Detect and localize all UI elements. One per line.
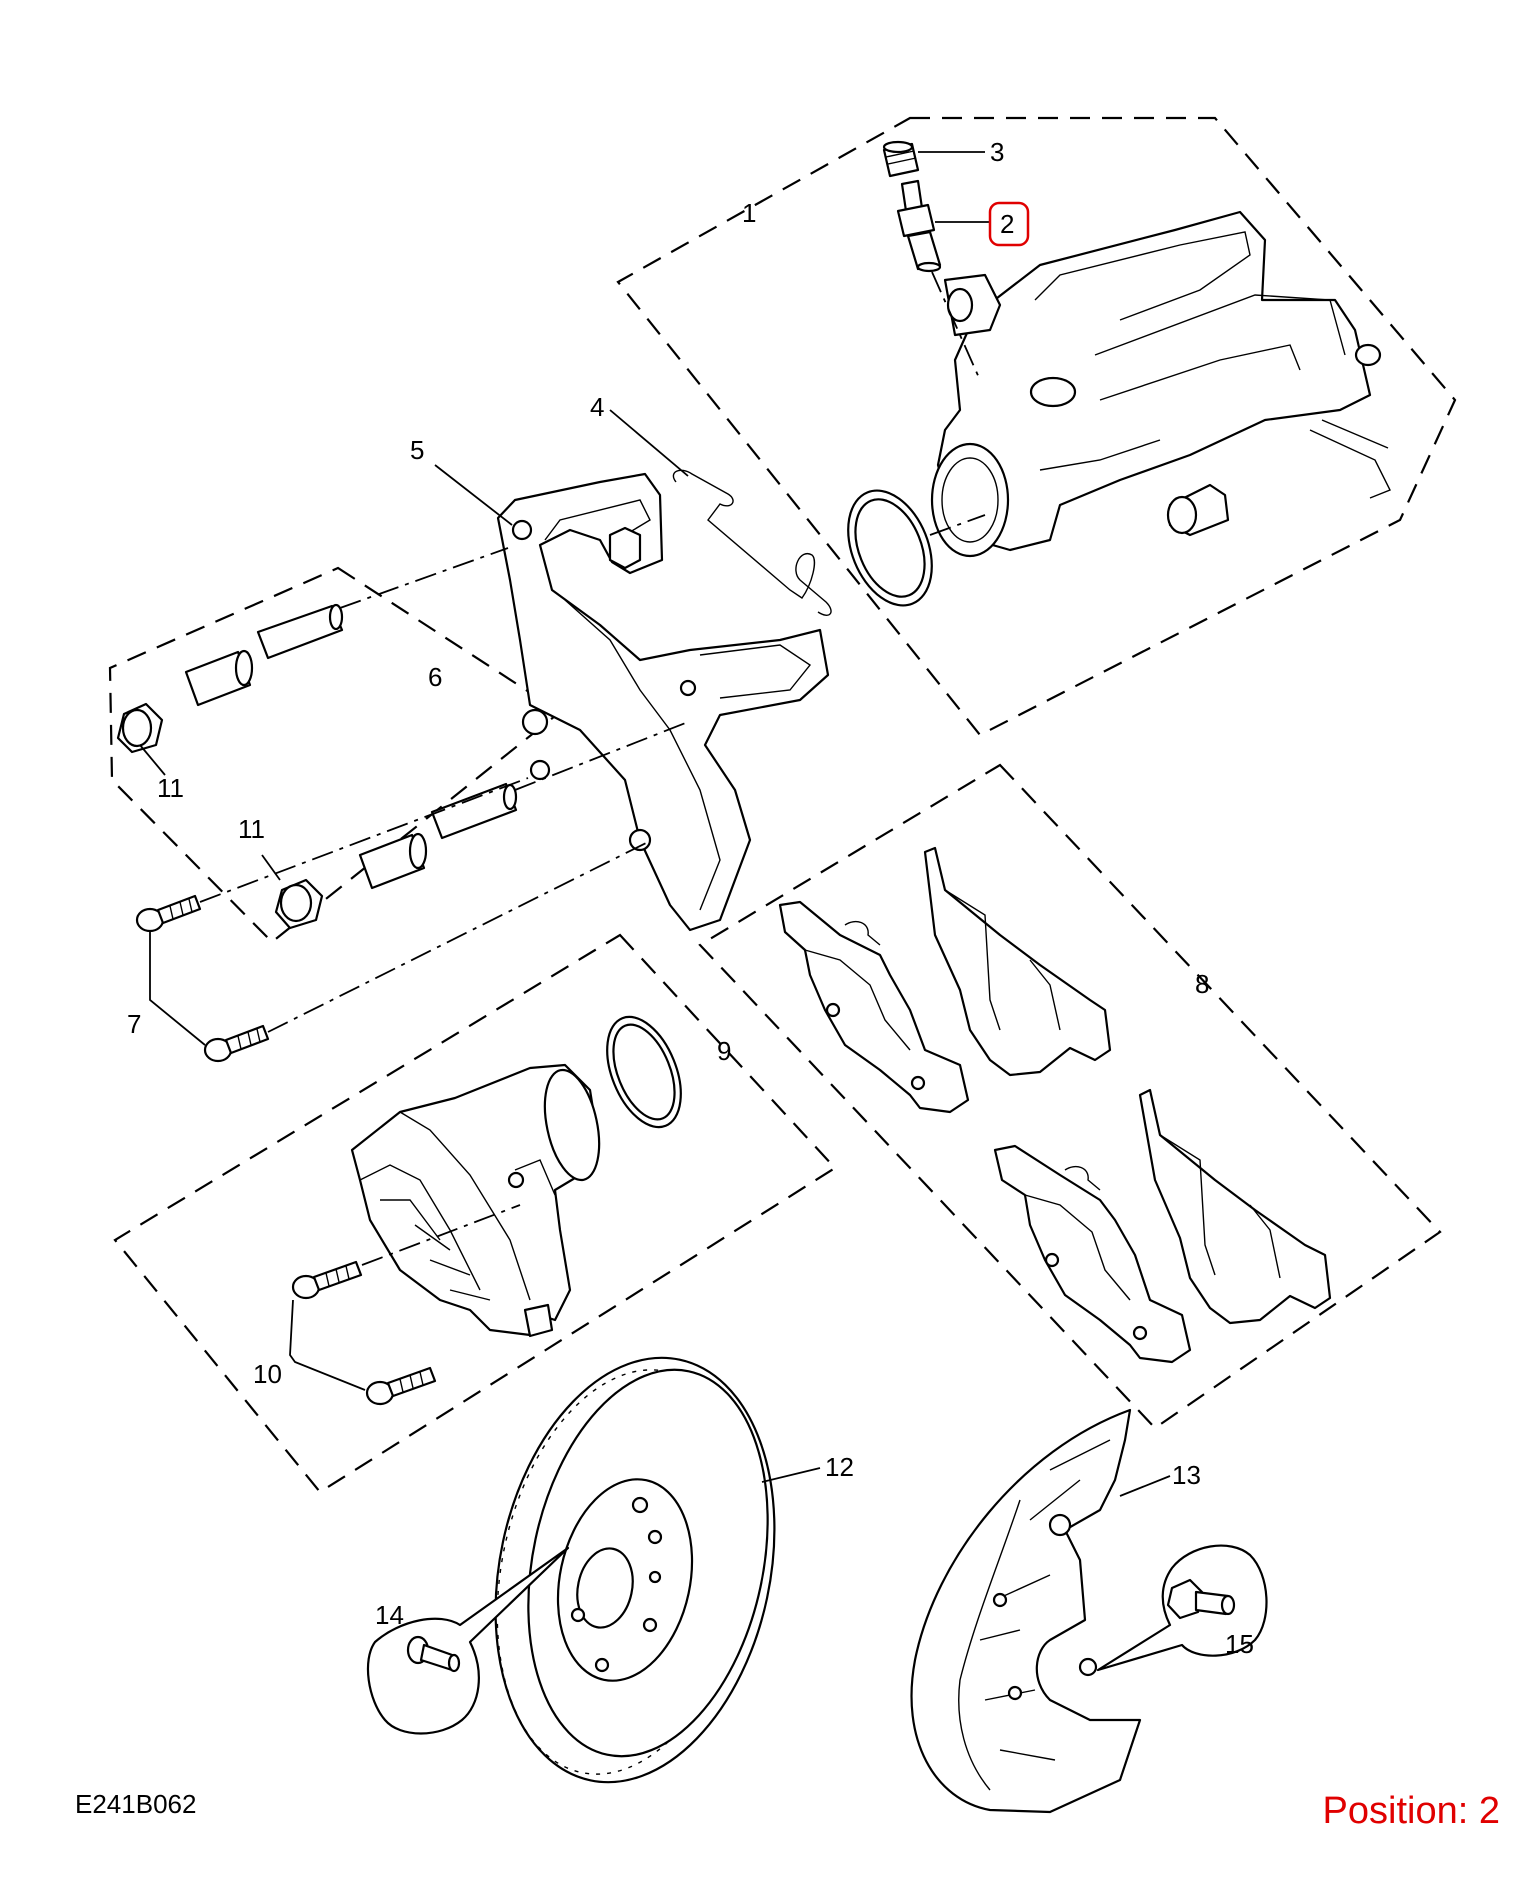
brake-pad-inner-upper[interactable] — [778, 900, 970, 1114]
callout-1: 1 — [742, 198, 756, 228]
spring-clip-part[interactable] — [672, 469, 832, 616]
guide-pin-upper[interactable] — [256, 603, 344, 660]
group-9-outline — [113, 933, 837, 1494]
callout-9: 9 — [717, 1036, 731, 1066]
callout-bubble-14 — [366, 1546, 570, 1735]
axis-1 — [929, 514, 986, 536]
callout-8: 8 — [1195, 969, 1209, 999]
axis-bleed — [931, 271, 981, 381]
axis-7-lower — [267, 841, 649, 1033]
callout-2: 2 — [1000, 209, 1014, 239]
carrier-bolt-upper[interactable] — [135, 894, 202, 933]
callout-11-lower: 11 — [238, 814, 265, 844]
actuator-seal-ring[interactable] — [593, 1006, 696, 1138]
leader-11a — [139, 744, 166, 776]
caliper-carrier-part[interactable] — [496, 472, 830, 932]
axis-6-lower — [514, 721, 689, 791]
group-8-outline — [698, 763, 1442, 1430]
position-label: Position: 2 — [1323, 1790, 1500, 1832]
shield-bolt-part[interactable] — [1166, 1578, 1236, 1620]
leader-11b — [261, 854, 281, 881]
callout-3: 3 — [990, 137, 1004, 167]
axis-10-upper — [361, 1204, 521, 1266]
callout-11-upper: 11 — [157, 773, 184, 803]
drawing-code: E241B062 — [75, 1789, 196, 1819]
brake-pad-inner-lower[interactable] — [993, 1144, 1192, 1364]
callout-13: 13 — [1172, 1460, 1201, 1490]
leader-10 — [289, 1299, 366, 1391]
callout-12: 12 — [825, 1452, 854, 1482]
group-6-outline — [108, 566, 562, 944]
leader-12 — [761, 1467, 821, 1483]
caliper-housing-part[interactable] — [930, 210, 1391, 558]
leader-7 — [149, 932, 206, 1046]
leader-5 — [434, 464, 513, 526]
callout-7: 7 — [127, 1009, 141, 1039]
callout-15: 15 — [1225, 1629, 1254, 1659]
highlight-box-2 — [988, 201, 1030, 247]
piston-seal-ring[interactable] — [832, 478, 947, 618]
leader-4 — [609, 409, 689, 477]
brake-pad-outer-lower[interactable] — [1138, 1088, 1332, 1325]
callout-10: 10 — [253, 1359, 282, 1389]
bleed-cap-part[interactable] — [882, 140, 920, 178]
disc-retaining-screw-part[interactable] — [406, 1635, 461, 1673]
leader-13 — [1119, 1475, 1171, 1497]
callout-4: 4 — [590, 392, 604, 422]
callout-6: 6 — [428, 662, 442, 692]
guide-pin-lower[interactable] — [430, 782, 518, 840]
group-1-outline — [616, 116, 1457, 737]
axis-7-upper — [199, 777, 529, 903]
brake-pad-outer-upper[interactable] — [923, 846, 1112, 1077]
dust-cap-upper[interactable] — [116, 702, 164, 754]
actuator-bolt-lower[interactable] — [365, 1366, 437, 1406]
dust-shield-part[interactable] — [910, 1408, 1142, 1814]
brake-disc-part[interactable] — [458, 1332, 812, 1809]
callout-14: 14 — [375, 1600, 404, 1630]
guide-boot-upper[interactable] — [184, 649, 254, 707]
guide-boot-lower[interactable] — [358, 832, 428, 890]
carrier-bolt-lower[interactable] — [203, 1024, 270, 1063]
bleed-screw-part[interactable] — [896, 179, 942, 273]
park-brake-actuator-part[interactable] — [350, 1063, 608, 1338]
axis-6-upper — [339, 547, 509, 609]
actuator-bolt-upper[interactable] — [291, 1260, 363, 1300]
callout-5: 5 — [410, 435, 424, 465]
dust-cap-lower[interactable] — [274, 878, 324, 930]
